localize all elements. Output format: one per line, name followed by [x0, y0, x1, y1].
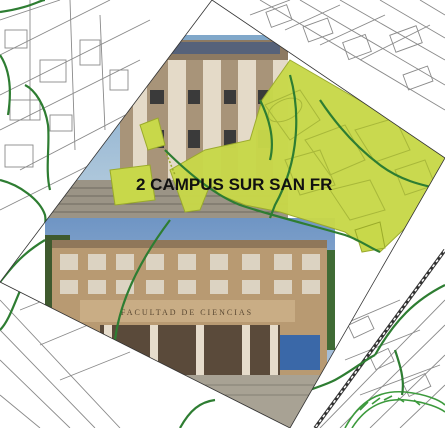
river [344, 390, 445, 428]
photo-bottom-building: FACULTAD DE CIENCIAS [45, 218, 335, 428]
facade-inscription: FACULTAD DE CIENCIAS [121, 308, 253, 317]
campus-label: 2 CAMPUS SUR SAN FR [136, 175, 332, 194]
campus-area [109, 59, 445, 253]
campus-boundary [0, 74, 445, 341]
railway-track [313, 248, 445, 428]
